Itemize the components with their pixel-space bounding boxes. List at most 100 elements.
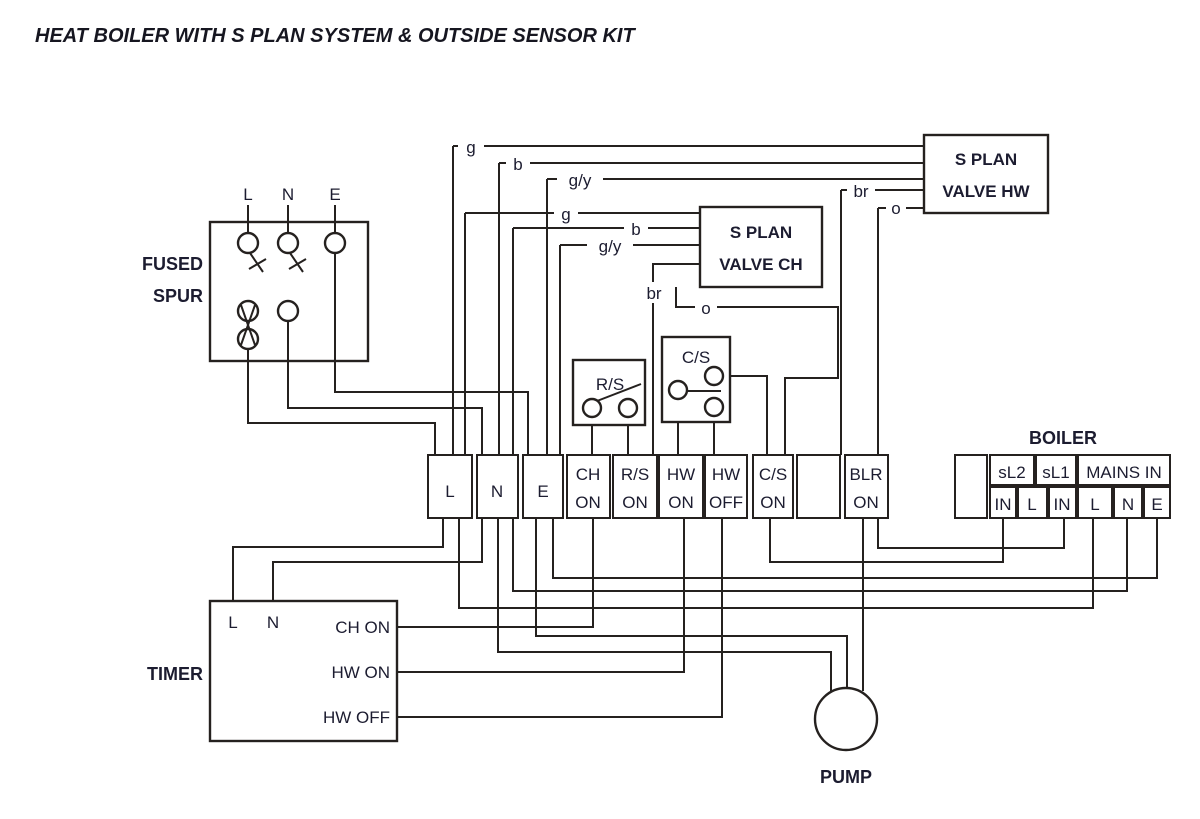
boiler-cell-N (1113, 486, 1143, 519)
rs-contact-left (581, 397, 603, 419)
boiler-label-sL1: sL1 (1042, 463, 1069, 482)
wire-L-to-timer (232, 518, 444, 601)
strip-cell-CS-ON (752, 454, 794, 519)
pump-label: PUMP (820, 767, 872, 787)
timer: TIMER L N CH ON HW ON HW OFF (147, 599, 399, 743)
wire-hw-gy (546, 178, 924, 455)
wire-E-to-pump (535, 518, 848, 689)
strip-cell-N (476, 454, 519, 519)
boiler-label-sL2: sL2 (998, 463, 1025, 482)
mask (554, 203, 578, 223)
mask (847, 180, 875, 200)
strip-label-BLR: BLR (849, 465, 882, 484)
wire-hw-g (452, 145, 924, 455)
boiler-cell-mains-in (1077, 454, 1171, 486)
valve-ch-line1: S PLAN (730, 223, 792, 242)
rs-switch-arm (596, 383, 642, 402)
spur-terminal-L-label: L (243, 185, 252, 204)
cs-contact-top (703, 365, 725, 387)
fused-spur-label-2: SPUR (153, 286, 203, 306)
wire-label-hw-g: g (466, 138, 475, 157)
boiler-cell-L1 (1017, 486, 1048, 519)
wire-spur-L (247, 349, 436, 455)
wire-spur-E (334, 253, 529, 455)
strip-cell-E (522, 454, 564, 519)
mask (639, 282, 669, 303)
wire-N-to-boiler-N (512, 518, 1128, 592)
timer-box (208, 599, 399, 743)
valve-wires (452, 145, 924, 455)
timer-label: TIMER (147, 664, 203, 684)
boiler-label-in2: IN (1054, 495, 1071, 514)
spur-fuse-bottom (236, 327, 260, 351)
boiler-cell-in1 (989, 486, 1017, 519)
pump-circle (813, 686, 879, 752)
wire-labels: g b g/y br o g b g/y br o (458, 136, 906, 318)
spur-to-strip-wires (247, 253, 529, 455)
spur-E-terminal (323, 231, 347, 255)
valve-hw-line2: VALVE HW (942, 182, 1030, 201)
wire-label-hw-b: b (513, 155, 522, 174)
strip-cell-RS-ON (612, 454, 658, 519)
strip-cell-blank (796, 454, 841, 519)
valve-ch-line2: VALVE CH (719, 255, 802, 274)
spur-fuse-top (236, 299, 260, 323)
strip-cell-HW-OFF (704, 454, 748, 519)
strip-cell-BLR-ON (844, 454, 889, 519)
wire-BLR-to-boiler-sL1 (877, 518, 1065, 549)
rs-contact-right (617, 397, 639, 419)
boiler: BOILER sL2 sL1 MAINS IN IN L IN L N E (954, 428, 1171, 519)
pump: PUMP (813, 686, 879, 787)
spur-N-terminal (276, 231, 300, 255)
wire-CHON-to-timer (397, 518, 594, 628)
boiler-cell-sL2 (989, 454, 1035, 486)
wire-label-ch-g: g (561, 205, 570, 224)
boiler-cell-L2 (1077, 486, 1113, 519)
strip-label-HW2-OFF: OFF (709, 493, 743, 512)
switch-cs: C/S (660, 335, 768, 455)
spur-N-switch-mark (288, 252, 307, 273)
valve-hw-line1: S PLAN (955, 150, 1017, 169)
spur-fuse-cross (240, 304, 256, 346)
boiler-cell-blank (954, 454, 988, 519)
boiler-cell-sL1 (1035, 454, 1077, 486)
wire-label-hw-gy: g/y (569, 171, 592, 190)
timer-hw-on-label: HW ON (331, 663, 390, 682)
spur-leadin-wires (247, 205, 336, 233)
wire-ch-br (652, 263, 700, 455)
rs-label: R/S (596, 375, 624, 394)
mask (886, 198, 906, 217)
wire-ch-b (512, 227, 700, 455)
mask (587, 235, 633, 256)
boiler-label-in1: IN (995, 495, 1012, 514)
wire-label-ch-o: o (701, 299, 710, 318)
wire-label-ch-b: b (631, 220, 640, 239)
valve-ch-box (698, 205, 824, 289)
mask (458, 136, 484, 156)
wire-hw-o (877, 207, 924, 455)
wire-HWOFF-to-timer (397, 518, 723, 718)
boiler-label-L1: L (1027, 495, 1036, 514)
switch-rs: R/S (571, 358, 647, 455)
boiler-label-mains-in: MAINS IN (1086, 463, 1162, 482)
boiler-label-E: E (1151, 495, 1162, 514)
strip-label-CS-ON: ON (760, 493, 786, 512)
wire-spur-N (287, 321, 483, 455)
wire-label-hw-o: o (891, 199, 900, 218)
wire-hw-b (498, 162, 924, 455)
wire-ch-g (464, 212, 700, 455)
spur-terminal-N-label: N (282, 185, 294, 204)
spur-L-switch-mark (248, 252, 267, 273)
under-strip-wires (232, 518, 1158, 718)
strip-label-HW2: HW (712, 465, 740, 484)
wire-E-to-boiler-E (552, 518, 1158, 579)
boiler-label-L2: L (1090, 495, 1099, 514)
mask (506, 153, 530, 173)
strip-cell-HW-ON (658, 454, 704, 519)
strip-label-RS: R/S (621, 465, 649, 484)
wire-label-ch-br: br (646, 284, 661, 303)
wire-N-to-timer (272, 518, 483, 601)
fused-spur-label-1: FUSED (142, 254, 203, 274)
strip-label-HW1-ON: ON (668, 493, 694, 512)
boiler-title: BOILER (1029, 428, 1097, 448)
